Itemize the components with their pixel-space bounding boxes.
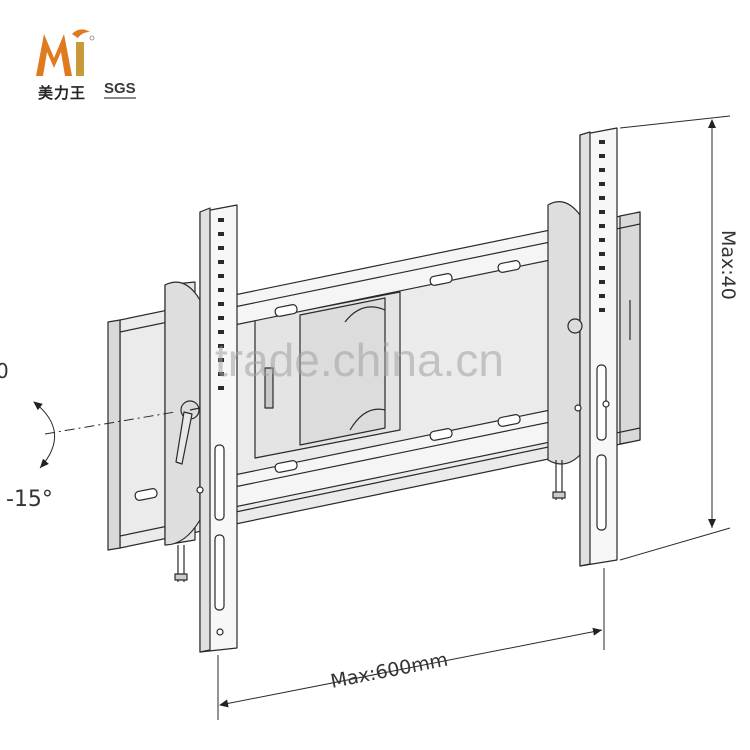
height-label: Max:40 [717,230,739,300]
left-arm-holes [218,218,224,390]
logo-mark-icon [36,29,95,76]
right-vertical-arm [567,127,618,567]
height-dimension [619,115,731,561]
tilt-handle [175,400,204,494]
brand-name-cn: 美力王 [38,84,87,102]
tilt-indicator [33,401,176,469]
watermark-text: trade.china.cn [215,334,504,386]
tilt-partial-label: 0 [0,359,9,383]
width-label: Max:600mm [329,649,450,693]
brand-logo [32,24,172,114]
right-hinge [547,201,631,500]
left-vertical-arm [199,204,238,653]
width-dimension [217,568,605,720]
tilt-label: -15° [6,487,53,512]
right-arm-holes [599,140,605,312]
center-bracket [254,291,401,459]
sgs-badge: SGS [104,80,136,99]
